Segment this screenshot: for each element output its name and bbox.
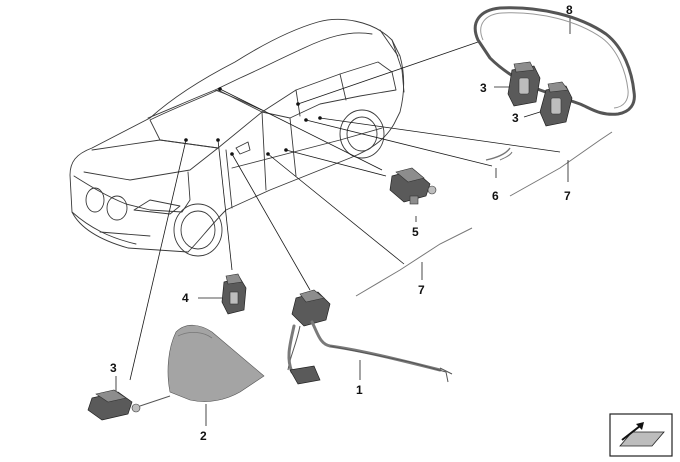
part-6-cable [485,147,511,161]
arrow-stamp-icon [609,413,673,457]
car-location-dots [184,87,322,156]
callout-3-upper: 3 [480,81,487,95]
part-4-module [221,273,247,315]
callout-3-lower: 3 [512,111,519,125]
callout-6: 6 [492,189,499,203]
callout-1: 1 [356,383,363,397]
part-2-trim-panel [167,324,265,402]
part-8-rear-window-seal [473,6,636,116]
part-3-sensor-lower-left [87,389,171,421]
leader-lines [115,18,613,426]
part-5-sensor [389,167,437,205]
callout-7-center: 7 [418,283,425,297]
part-1-wiring-harness [287,289,453,385]
callout-7-right: 7 [564,189,571,203]
callout-8: 8 [566,3,573,17]
part-3-sensor-upper [507,61,541,107]
car-outline [69,19,405,257]
callout-3-left: 3 [110,361,117,375]
callout-2: 2 [200,429,207,443]
part-3-sensor-lower [539,81,573,127]
callout-5: 5 [412,225,419,239]
callout-4: 4 [182,291,189,305]
callout-labels: 8 3 3 6 7 5 7 4 1 3 2 [110,3,573,443]
